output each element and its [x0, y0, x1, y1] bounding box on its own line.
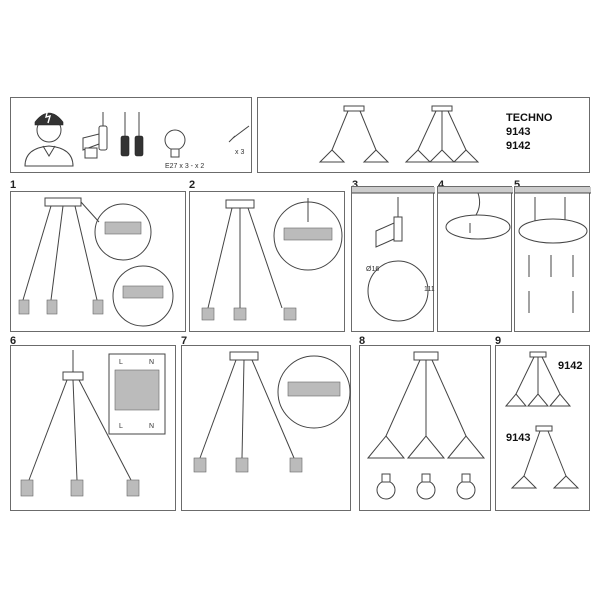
step-9-panel: 9142 9143: [495, 345, 590, 511]
step-2-panel: [189, 191, 345, 332]
live-terminal-label: L: [119, 423, 123, 430]
step-5-illustration: [515, 187, 591, 313]
step-number: 7: [181, 335, 188, 347]
model-number-b: 9142: [506, 140, 531, 152]
drill-icon: [375, 197, 403, 248]
step-4-panel: [437, 186, 513, 332]
product-name: TECHNO: [506, 112, 553, 124]
step-number: 5: [514, 179, 521, 191]
model-label-bottom: 9143: [506, 432, 531, 444]
bulb-icon: [164, 129, 186, 158]
step-8-panel: [359, 345, 491, 511]
step-number: 2: [189, 179, 196, 191]
product-title: TECHNO 9143 9142: [506, 111, 552, 153]
bulb-icon: [416, 473, 436, 500]
step-1-illustration: [18, 197, 174, 327]
step-number: 8: [359, 335, 366, 347]
screw-count-label: x 3: [235, 149, 244, 156]
step-3-panel: Ø16 111: [351, 186, 435, 332]
step-6-illustration: L N L N: [20, 350, 166, 497]
step-3-illustration: Ø16 111: [352, 187, 435, 322]
screw-icon: [228, 125, 250, 143]
neutral-terminal-label: N: [149, 423, 154, 430]
step-7-panel: [181, 345, 351, 511]
three-lamp-fixture-icon: [404, 105, 480, 163]
product-panel: TECHNO 9143 9142: [257, 97, 590, 173]
bulb-icon: [456, 473, 476, 500]
step-8-illustration: [366, 351, 486, 500]
step-number: 4: [438, 179, 445, 191]
electrician-icon: [24, 108, 74, 167]
screwdriver-icon: [120, 112, 144, 157]
live-terminal-label: L: [119, 359, 123, 366]
step-6-panel: L N L N: [10, 345, 176, 511]
width-dimension-label: 111: [424, 286, 435, 293]
two-lamp-fixture-icon: [318, 105, 390, 163]
step-1-panel: [10, 191, 186, 332]
neutral-terminal-label: N: [149, 359, 154, 366]
model-label-top: 9142: [558, 360, 583, 372]
model-number-a: 9143: [506, 126, 531, 138]
step-number: 9: [495, 335, 502, 347]
two-lamp-fixture-icon: [510, 425, 580, 489]
step-9-illustration: [504, 351, 580, 489]
step-number: 3: [352, 179, 359, 191]
step-4-illustration: [438, 187, 513, 240]
step-5-panel: [514, 186, 591, 332]
step-number: 1: [10, 179, 17, 191]
bulb-spec-label: E27 x 3 - x 2: [165, 163, 204, 170]
bulb-icon: [376, 473, 396, 500]
tools-panel: E27 x 3 - x 2 x 3: [10, 97, 252, 173]
step-number: 6: [10, 335, 17, 347]
three-lamp-fixture-icon: [504, 351, 572, 407]
step-2-illustration: [201, 198, 343, 321]
hole-diameter-label: Ø16: [366, 266, 379, 273]
step-7-illustration: [193, 351, 351, 473]
tools-illustration: E27 x 3 - x 2 x 3: [24, 108, 250, 170]
drill-icon: [82, 112, 108, 159]
product-illustration: [318, 105, 480, 163]
